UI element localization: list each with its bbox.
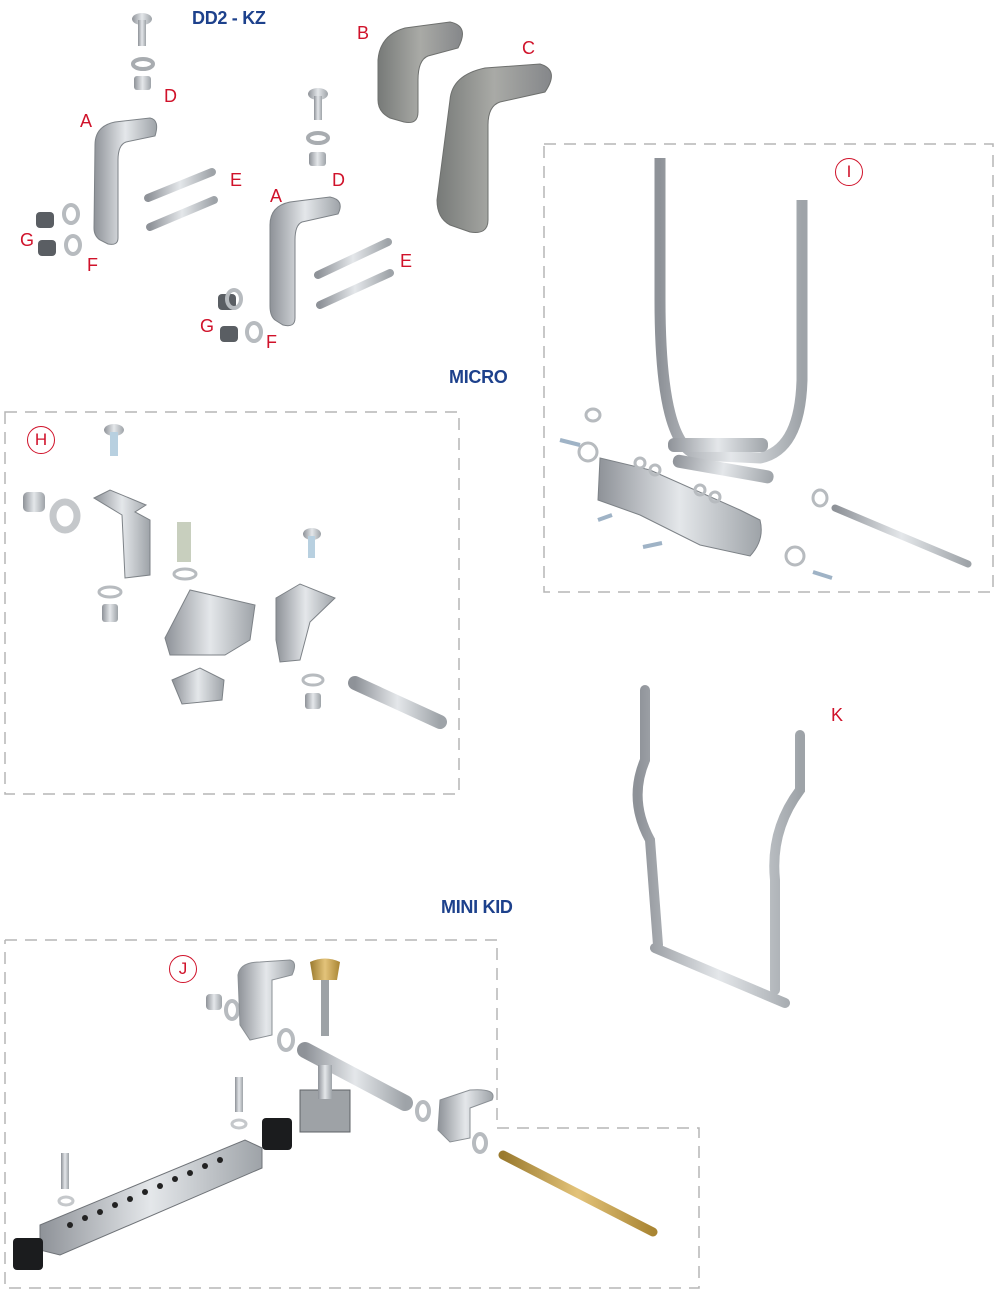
washer-j6 <box>57 1195 75 1207</box>
square-tube-j <box>39 1139 263 1256</box>
part-label-e: E <box>400 251 413 271</box>
hex-bolt-h <box>348 676 447 729</box>
kit-label-h: H <box>27 426 55 454</box>
part-label-e: E <box>230 170 243 190</box>
base-plate-i <box>597 457 762 557</box>
washer-j2 <box>277 1028 295 1052</box>
tube-holes-j <box>67 1157 223 1228</box>
washer-h1 <box>49 498 81 534</box>
screw-h4 <box>303 528 321 558</box>
nut-h3 <box>102 604 118 622</box>
bolts-e1 <box>144 168 218 231</box>
long-bolt-j <box>498 1150 658 1237</box>
bracket-a1 <box>93 117 158 245</box>
kit-h-box <box>4 411 460 795</box>
part-label-k: K <box>831 705 844 725</box>
kit-j-box <box>4 939 700 1289</box>
nut-d1 <box>134 76 151 90</box>
bolt-h2 <box>177 522 191 562</box>
crossbar-tube-i <box>672 454 774 484</box>
bracket-b <box>377 21 463 123</box>
nut-h5 <box>305 693 321 709</box>
slide-block-h <box>171 667 225 705</box>
part-label-a: A <box>270 186 283 206</box>
u-frame-i <box>654 158 808 464</box>
nut-j1 <box>206 994 222 1010</box>
dd2-kz-parts <box>36 13 552 343</box>
small-screws-i <box>559 438 833 580</box>
carriage-bolt-d1 <box>132 13 152 46</box>
part-label-d: D <box>164 86 177 106</box>
end-cap-j1 <box>262 1118 292 1150</box>
bolts-e2 <box>314 238 394 309</box>
bracket-j2 <box>437 1089 494 1143</box>
bracket-j1 <box>237 959 296 1041</box>
frame-k <box>632 685 805 1008</box>
nut-d2 <box>309 152 326 166</box>
screw-j5 <box>235 1077 243 1112</box>
kit-j-parts <box>13 958 658 1270</box>
small-hardware-i <box>577 407 829 567</box>
part-label-a: A <box>80 111 93 131</box>
screw-j6 <box>61 1153 69 1189</box>
carriage-bolt-d2 <box>308 88 328 120</box>
kit-label-j: J <box>169 955 197 983</box>
washer-h2 <box>172 567 198 581</box>
part-label-g: G <box>20 230 35 250</box>
washers-f2 <box>225 288 263 343</box>
post-j <box>318 1065 332 1099</box>
washer-j1 <box>224 999 240 1021</box>
section-title-micro: MICRO <box>449 367 508 387</box>
part-label-d: D <box>332 170 345 190</box>
kit-h-parts <box>23 424 447 729</box>
t-tube-j <box>297 1042 413 1111</box>
end-cap-j2 <box>13 1238 43 1270</box>
kit-label-i: I <box>835 158 863 186</box>
part-label-g: G <box>200 316 215 336</box>
washers-f1 <box>62 203 82 256</box>
washer-h3 <box>97 585 123 599</box>
section-title-mini-kid: MINI KID <box>441 897 513 917</box>
screw-h1 <box>104 424 124 456</box>
washer-h5 <box>301 673 325 687</box>
bracket-a2 <box>269 196 341 327</box>
washer-j4 <box>472 1132 488 1154</box>
section-title-dd2-kz: DD2 - KZ <box>192 8 266 28</box>
kit-i-parts <box>559 158 972 580</box>
knob-screw-j <box>310 958 340 1036</box>
long-bolt-i <box>831 504 972 568</box>
part-label-b: B <box>357 23 370 43</box>
kit-i-box <box>543 143 994 593</box>
part-label-f: F <box>266 332 277 352</box>
hinge-h <box>164 589 256 656</box>
washer-d1 <box>131 57 155 71</box>
part-label-c: C <box>522 38 535 58</box>
nuts-g1 <box>36 212 56 256</box>
washer-j5 <box>230 1118 248 1130</box>
bracket-h1 <box>92 489 151 579</box>
bracket-c <box>436 63 552 233</box>
nut-h1 <box>23 492 45 512</box>
bracket-h4 <box>275 583 336 663</box>
washer-j3 <box>415 1100 431 1122</box>
washer-d2 <box>306 131 330 145</box>
part-label-f: F <box>87 255 98 275</box>
frame-crossbar-i <box>668 438 768 452</box>
